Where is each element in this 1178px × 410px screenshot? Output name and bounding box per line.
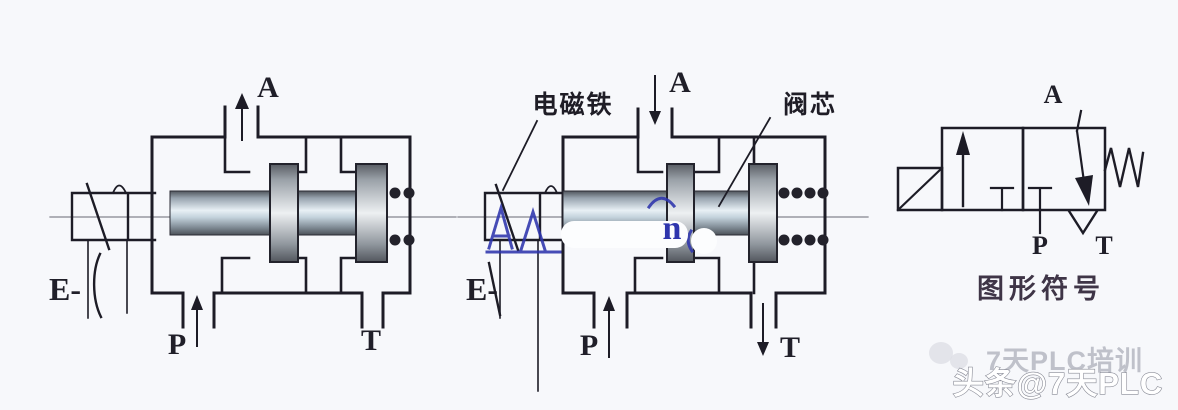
symbol-tank-vee [1067, 209, 1099, 236]
spool-land-2 [355, 163, 388, 263]
blue-watermark-scribbles [485, 196, 695, 254]
valve-body-outline [561, 107, 827, 329]
spool-shaft [169, 190, 359, 236]
port-label-t: T [361, 324, 381, 357]
electromagnet-diagonal [85, 182, 111, 251]
flow-arrow-a-head [235, 93, 249, 109]
port-label-a: A [669, 66, 691, 99]
spring-dots [778, 187, 829, 246]
symbol-caption: 图形符号 [977, 273, 1105, 304]
spring-symbol [1103, 147, 1145, 188]
watermark-faint-text: 7天PLC培训 [986, 346, 1143, 376]
symbol-port-label-p: P [1032, 231, 1048, 260]
spool-label: 阀芯 [783, 91, 837, 119]
spool-land-1 [269, 163, 299, 263]
symbol-a-to-t-arrowhead [1075, 175, 1093, 206]
left-valve-diagram: E- A P T [49, 71, 457, 361]
middle-valve-diagram: E- n 电磁铁 阀芯 A [457, 66, 869, 392]
solenoid-lead-label: E- [49, 271, 81, 307]
flow-arrow-t-head [757, 342, 769, 356]
electromagnet-hook [543, 185, 559, 195]
lead-wire-slash [487, 261, 502, 317]
white-patch-circle [691, 228, 717, 254]
spring-dots [389, 187, 415, 246]
valve-body-outline [150, 105, 412, 329]
lead-wire-curve [92, 252, 103, 319]
watermark-logo-blob [929, 342, 953, 364]
symbol-blocked-port-left [989, 186, 1015, 212]
symbol-port-label-t: T [1095, 231, 1112, 260]
flow-arrow-a-head [649, 111, 661, 125]
watermark-logo-blob [950, 353, 968, 369]
port-label-p: P [168, 328, 186, 361]
flow-arrow-p-head [603, 296, 615, 311]
port-label-t: T [780, 331, 800, 364]
spool-land-2 [748, 163, 778, 263]
symbol-flow-arrow-up-head [956, 131, 970, 155]
electromagnet-hook [111, 184, 128, 195]
solenoid-symbol-diagonal [896, 166, 944, 212]
spool-leader-line [717, 116, 772, 208]
port-label-p: P [580, 329, 598, 362]
flow-arrow-p-head [191, 295, 203, 310]
blue-watermark-letter: n [663, 210, 682, 247]
symbol-port-label-a: A [1044, 80, 1063, 109]
valve-port-seats [220, 135, 361, 295]
symbol-blocked-port-right [1027, 186, 1053, 212]
electromagnet-lead-wires [87, 239, 128, 319]
watermark-main-text: 头条@7天PLC [953, 366, 1163, 401]
electromagnet-leader-line [501, 119, 539, 192]
solenoid-lead-label: E- [466, 271, 498, 307]
electromagnet-label: 电磁铁 [532, 90, 613, 119]
watermark-area: 7天PLC培训 头条@7天PLC [929, 342, 1163, 402]
graphic-symbol-diagram: A P T 图形符号 [896, 80, 1145, 304]
port-label-a: A [257, 71, 279, 104]
electromagnet-diagonal [494, 183, 520, 252]
white-patch-pill [561, 221, 688, 248]
